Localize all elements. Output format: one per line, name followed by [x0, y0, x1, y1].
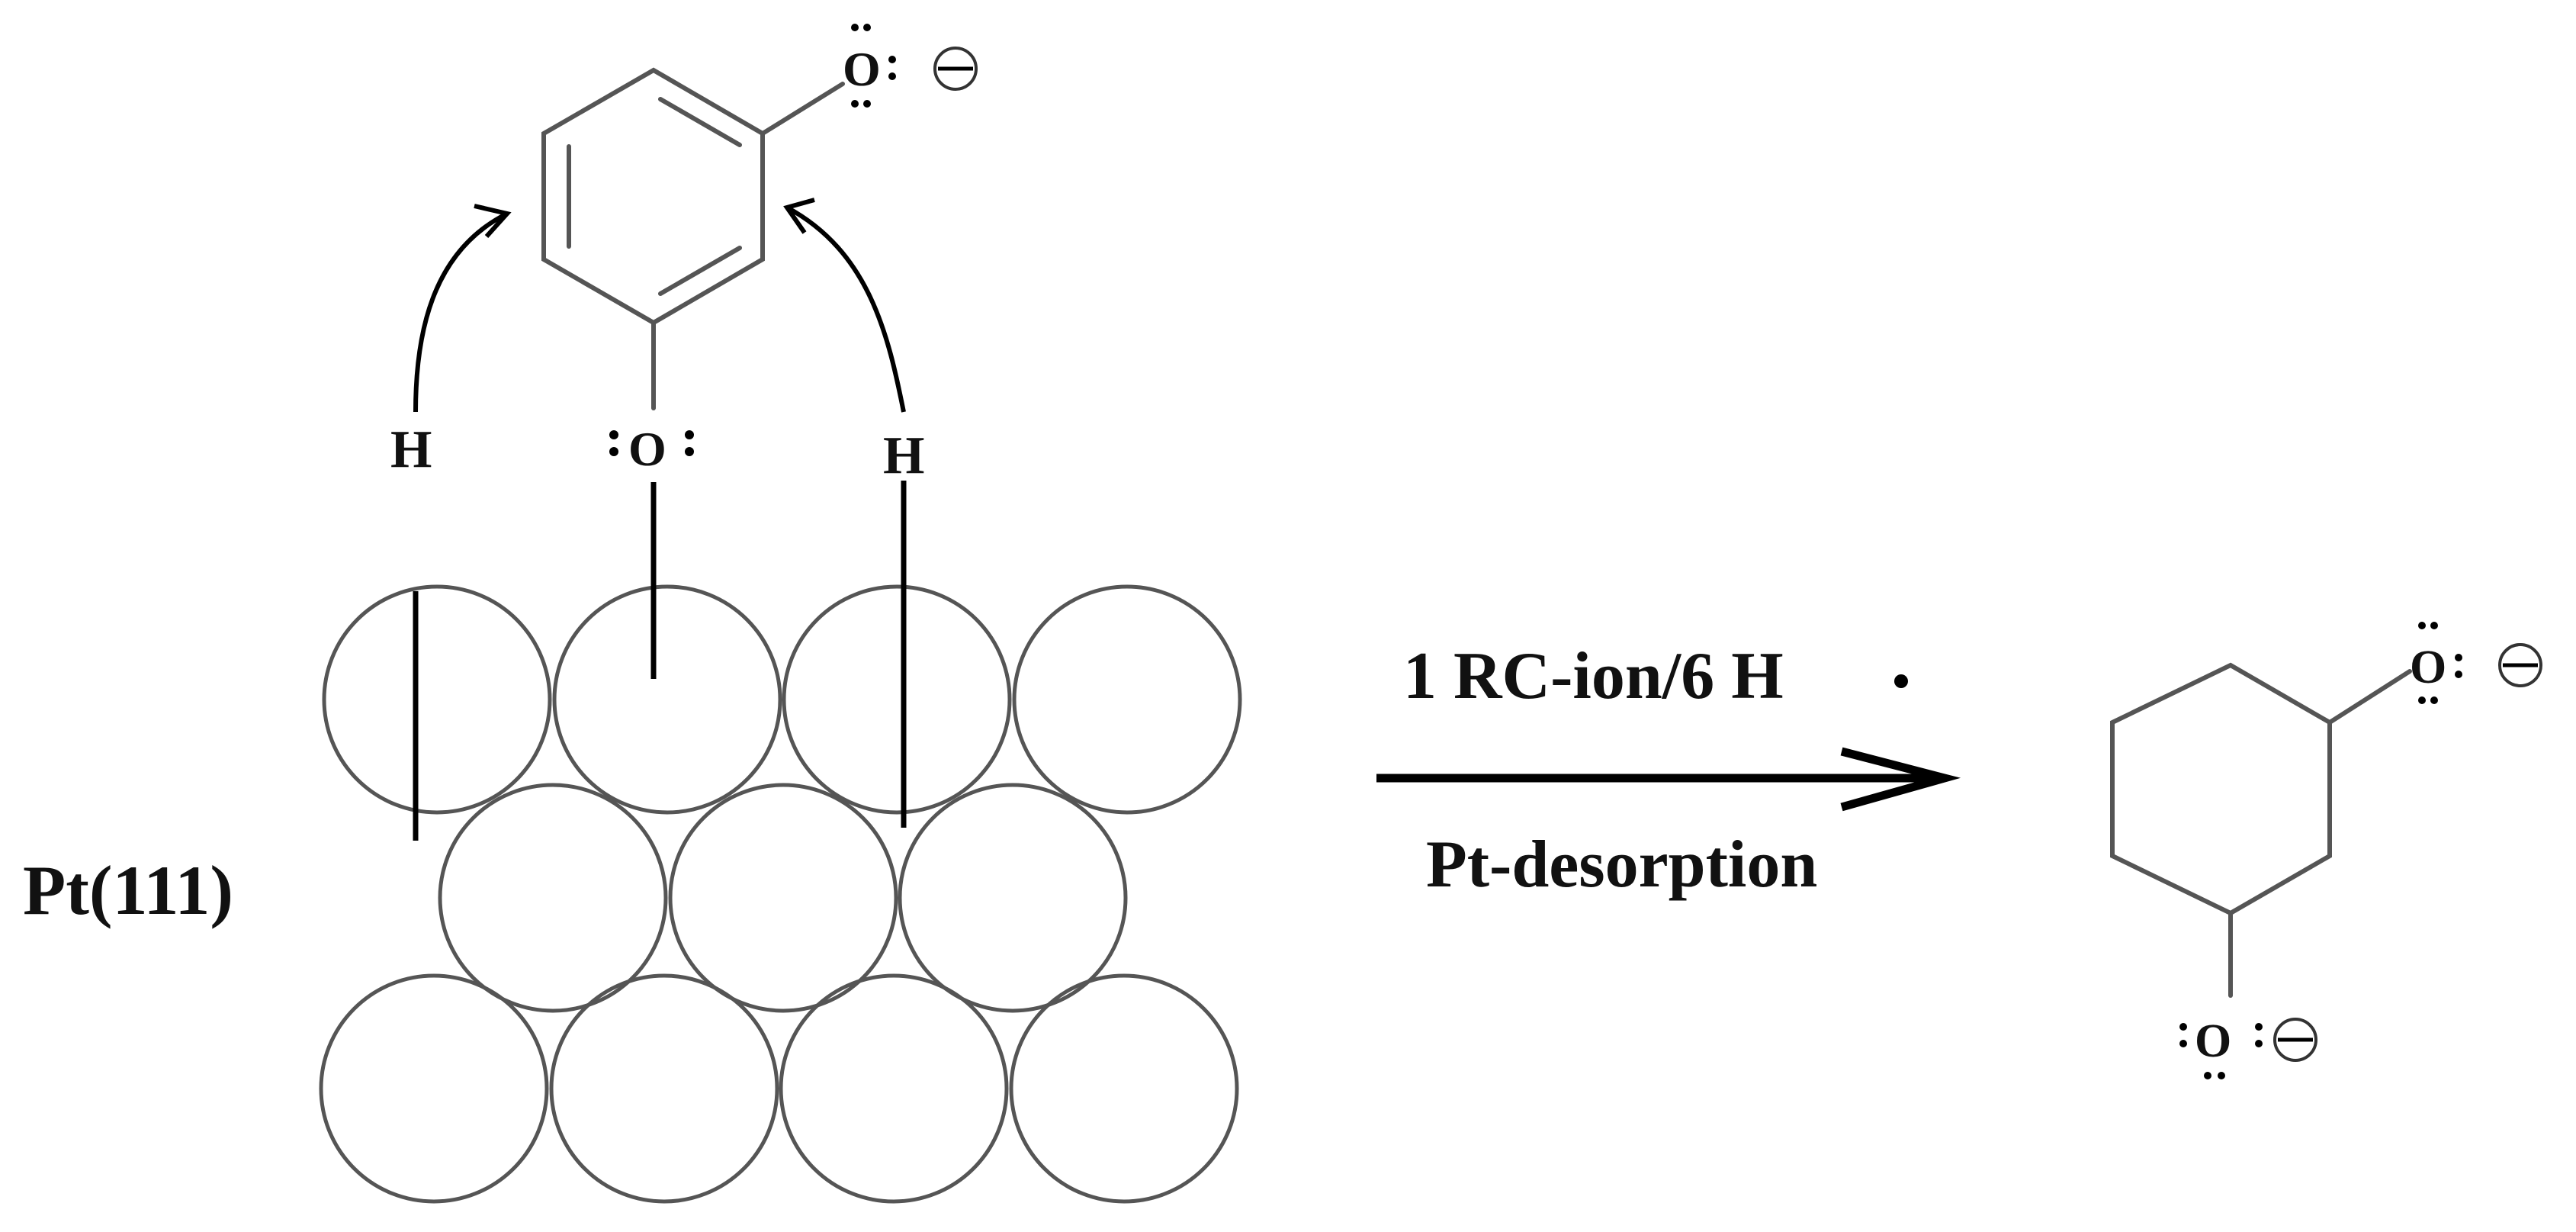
reaction-conditions-below: Pt-desorption: [1426, 828, 1817, 902]
pt-atom: [322, 584, 552, 815]
pt-atom: [552, 584, 782, 815]
hydrogen-transfer-arrow-left: [413, 204, 512, 413]
pt-atom: [668, 783, 898, 1013]
product-top-oxyanion: O: [2410, 622, 2542, 704]
reaction-arrow: [1376, 747, 1961, 812]
adsorbate-oxyanion: O: [843, 24, 978, 108]
hydrogen-transfer-arrow-right: [783, 198, 906, 413]
pt-atom: [319, 973, 549, 1204]
radical-dot: [1894, 674, 1908, 688]
reaction-conditions-above: 1 RC-ion/6 H: [1403, 639, 1784, 713]
negative-charge-icon: [2498, 643, 2542, 687]
surface-label: Pt(111): [23, 851, 233, 929]
pt-atom: [549, 973, 779, 1204]
product-bottom-oxygen-label: O: [2195, 1015, 2231, 1067]
pt-atom: [1012, 584, 1242, 815]
product-bottom-oxyanion: O: [2179, 1015, 2317, 1079]
adsorbed-aromatic-ring: [541, 67, 845, 410]
right-hydrogen-label: H: [883, 426, 924, 485]
negative-charge-icon: [2273, 1018, 2317, 1062]
top-oxygen-label: O: [843, 42, 881, 96]
pt-atom: [438, 783, 668, 1013]
pt-atom: [1009, 973, 1239, 1204]
pt-atom: [782, 584, 1012, 815]
surface-oxygen-label: O: [628, 422, 666, 476]
product-cyclohexane-ring: [2110, 662, 2412, 998]
pt-atom: [779, 973, 1009, 1204]
product-top-oxygen-label: O: [2410, 642, 2446, 693]
pt-surface-atoms: [319, 584, 1242, 1204]
negative-charge-icon: [933, 47, 978, 91]
pt-atom: [898, 783, 1128, 1013]
left-hydrogen-label: H: [390, 420, 432, 479]
surface-oxygen: O: [609, 422, 694, 476]
